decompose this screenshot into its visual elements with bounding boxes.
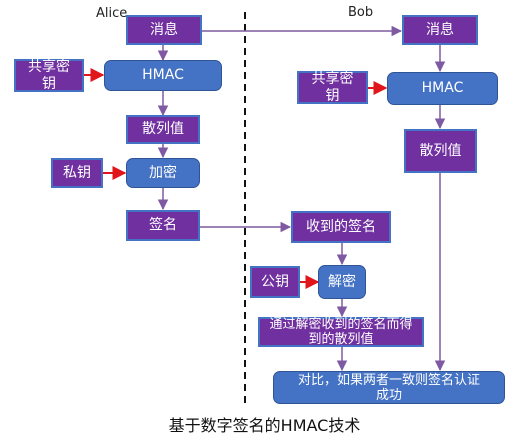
alice-signature-box: 签名	[126, 210, 200, 241]
alice-private-key-box: 私钥	[51, 158, 103, 188]
alice-encrypt-box: 加密	[126, 158, 200, 188]
bob-received-signature-box: 收到的签名	[291, 211, 391, 243]
alice-shared-key-box: 共享密钥	[14, 59, 84, 92]
bob-decrypt-box: 解密	[318, 265, 366, 299]
bob-decrypted-hash-box: 通过解密收到的签名而得到的散列值	[258, 317, 424, 347]
bob-shared-key-box: 共享密钥	[297, 71, 368, 104]
actor-bob-label: Bob	[348, 5, 374, 20]
bob-compare-box: 对比，如果两者一致则签名认证成功	[273, 371, 505, 404]
bob-hmac-box: HMAC	[387, 72, 498, 105]
bob-public-key-box: 公钥	[250, 266, 300, 298]
actor-alice-label: Alice	[96, 6, 128, 21]
alice-hash-value-box: 散列值	[126, 115, 200, 144]
diagram-caption: 基于数字签名的HMAC技术	[168, 416, 361, 435]
bob-message-box: 消息	[402, 15, 478, 45]
alice-hmac-box: HMAC	[104, 60, 222, 91]
bob-hash-value-box: 散列值	[404, 129, 477, 173]
alice-message-box: 消息	[126, 15, 202, 45]
